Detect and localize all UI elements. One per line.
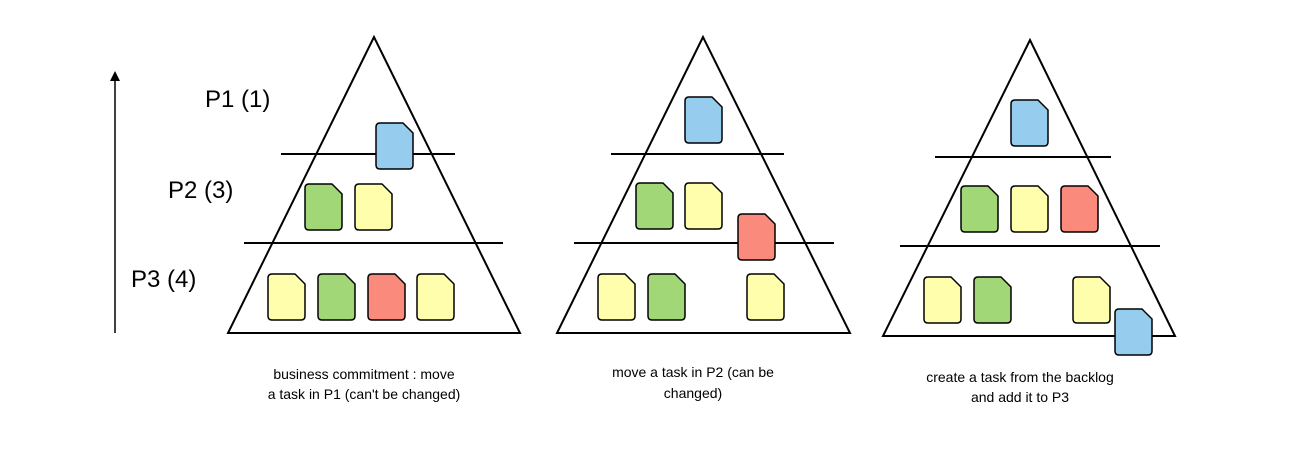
task-card-p1-blue [1010,99,1049,147]
task-card-p1-blue [684,96,723,144]
task-card-p2-green [304,183,343,231]
pyramid-2 [555,34,852,334]
pyramid-outline [881,37,1177,337]
task-card-p3-yellow [267,273,306,321]
caption-1-line-1: business commitment : move [273,366,454,382]
task-card-p3-green [317,273,356,321]
task-card-p2-yellow [684,182,723,230]
pyramid-1 [226,34,522,334]
task-card-p3-yellow [746,273,785,321]
task-card-p3-red [367,273,406,321]
caption-3-line-1: create a task from the backlog [926,369,1114,385]
task-card-p2-red [1060,185,1099,233]
pyramid-3-tasks [923,99,1153,356]
task-card-p2-green [635,182,674,230]
task-card-p3-blue [1114,308,1153,356]
task-card-p3-yellow [923,276,962,324]
task-card-p1-blue [375,122,414,170]
task-card-p3-yellow [416,273,455,321]
caption-2-line-2: changed) [664,385,722,401]
task-card-p3-green [647,273,686,321]
pyramid-3 [881,37,1177,356]
task-card-p3-green [973,276,1012,324]
task-card-p2-yellow [354,183,393,231]
caption-2-line-1: move a task in P2 (can be [612,364,774,380]
pyramid-outline [555,34,852,334]
task-card-p2-green [960,185,999,233]
level-label-p2: P2 (3) [168,177,233,204]
pyramid-1-tasks [267,122,455,321]
task-card-p3-yellow [1072,276,1111,324]
task-card-p2-yellow [1010,185,1049,233]
caption-1-line-2: a task in P1 (can't be changed) [268,386,461,402]
caption-3-line-2: and add it to P3 [971,389,1069,405]
pyramid-2-tasks [597,96,785,321]
task-card-p2-red [737,213,776,261]
level-label-p1: P1 (1) [205,86,270,113]
task-card-p3-yellow [597,273,636,321]
pyramid-outline [226,34,522,334]
level-label-p3: P3 (4) [131,266,196,293]
